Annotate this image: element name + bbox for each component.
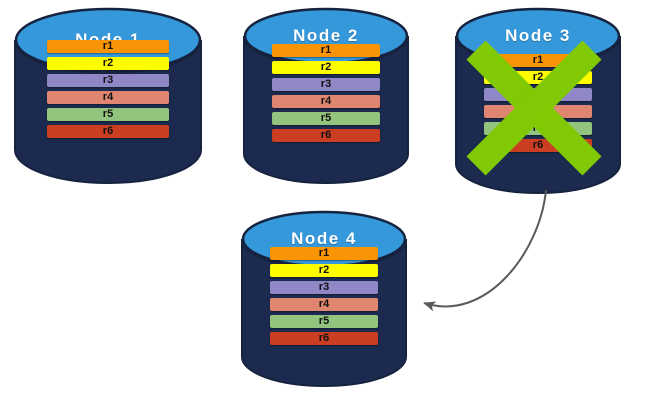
node-2-row-r2[interactable]: r2	[272, 61, 380, 74]
node-1-row-r2-label: r2	[102, 57, 114, 69]
node-3-row-r1-label: r1	[532, 54, 544, 66]
node-1-row-r1-label: r1	[102, 40, 114, 52]
node-1-row-r6[interactable]: r6	[47, 125, 169, 138]
node-1-row-r2[interactable]: r2	[47, 57, 169, 70]
node-2-row-r2-label: r2	[320, 61, 332, 73]
node-1-row-r5[interactable]: r5	[47, 108, 169, 121]
node-4-rows: r1 r2 r3 r4 r5 r6	[270, 247, 378, 345]
node-4-row-r3-label: r3	[318, 281, 330, 293]
node-3-row-r3-label: r3	[532, 88, 544, 100]
node-2-row-r5[interactable]: r5	[272, 112, 380, 125]
node-1-row-r1[interactable]: r1	[47, 40, 169, 53]
node-4-row-r6[interactable]: r6	[270, 332, 378, 345]
node-2-row-r4-label: r4	[320, 95, 332, 107]
node-4-row-r2[interactable]: r2	[270, 264, 378, 277]
node-1-row-r6-label: r6	[102, 125, 114, 137]
node-3-row-r5[interactable]: r5	[484, 122, 592, 135]
node-1-row-r5-label: r5	[102, 108, 114, 120]
node-4-row-r4[interactable]: r4	[270, 298, 378, 311]
node-4-row-r1-label: r1	[318, 247, 330, 259]
node-3-row-r3[interactable]: r3	[484, 88, 592, 101]
node-1-row-r4-label: r4	[102, 91, 114, 103]
node-2-row-r3[interactable]: r3	[272, 78, 380, 91]
node-3-row-r2-label: r2	[532, 71, 544, 83]
node-1-rows: r1 r2 r3 r4 r5 r6	[47, 40, 169, 138]
node-3-row-r1[interactable]: r1	[484, 54, 592, 67]
node-1[interactable]: Node 1r1r2r3r4r5r6	[14, 7, 202, 184]
node-2-row-r4[interactable]: r4	[272, 95, 380, 108]
node-2-rows: r1 r2 r3 r4 r5 r6	[272, 44, 380, 142]
node-1-row-r4[interactable]: r4	[47, 91, 169, 104]
node-4-row-r2-label: r2	[318, 264, 330, 276]
node-4-row-r6-label: r6	[318, 332, 330, 344]
node-2-row-r3-label: r3	[320, 78, 332, 90]
node-2-row-r6[interactable]: r6	[272, 129, 380, 142]
node-3-row-r6-label: r6	[532, 139, 544, 151]
node-2-row-r1[interactable]: r1	[272, 44, 380, 57]
node-1-row-r3-label: r3	[102, 74, 114, 86]
node-3-row-r5-label: r5	[532, 122, 544, 134]
node-4-row-r5[interactable]: r5	[270, 315, 378, 328]
node-3-row-r2[interactable]: r2	[484, 71, 592, 84]
node-3-row-r6[interactable]: r6	[484, 139, 592, 152]
node-4-row-r1[interactable]: r1	[270, 247, 378, 260]
node-1-row-r3[interactable]: r3	[47, 74, 169, 87]
node-3-rows: r1 r2 r3 r4 r5 r6	[484, 54, 592, 152]
node-2-row-r1-label: r1	[320, 44, 332, 56]
node-4-row-r4-label: r4	[318, 298, 330, 310]
node-3-row-r4[interactable]: r4	[484, 105, 592, 118]
arrow-curve	[423, 189, 547, 312]
node-4-row-r5-label: r5	[318, 315, 330, 327]
node-2-row-r5-label: r5	[320, 112, 332, 124]
node-4-row-r3[interactable]: r3	[270, 281, 378, 294]
node-3-row-r4-label: r4	[532, 105, 544, 117]
node-2-row-r6-label: r6	[320, 129, 332, 141]
